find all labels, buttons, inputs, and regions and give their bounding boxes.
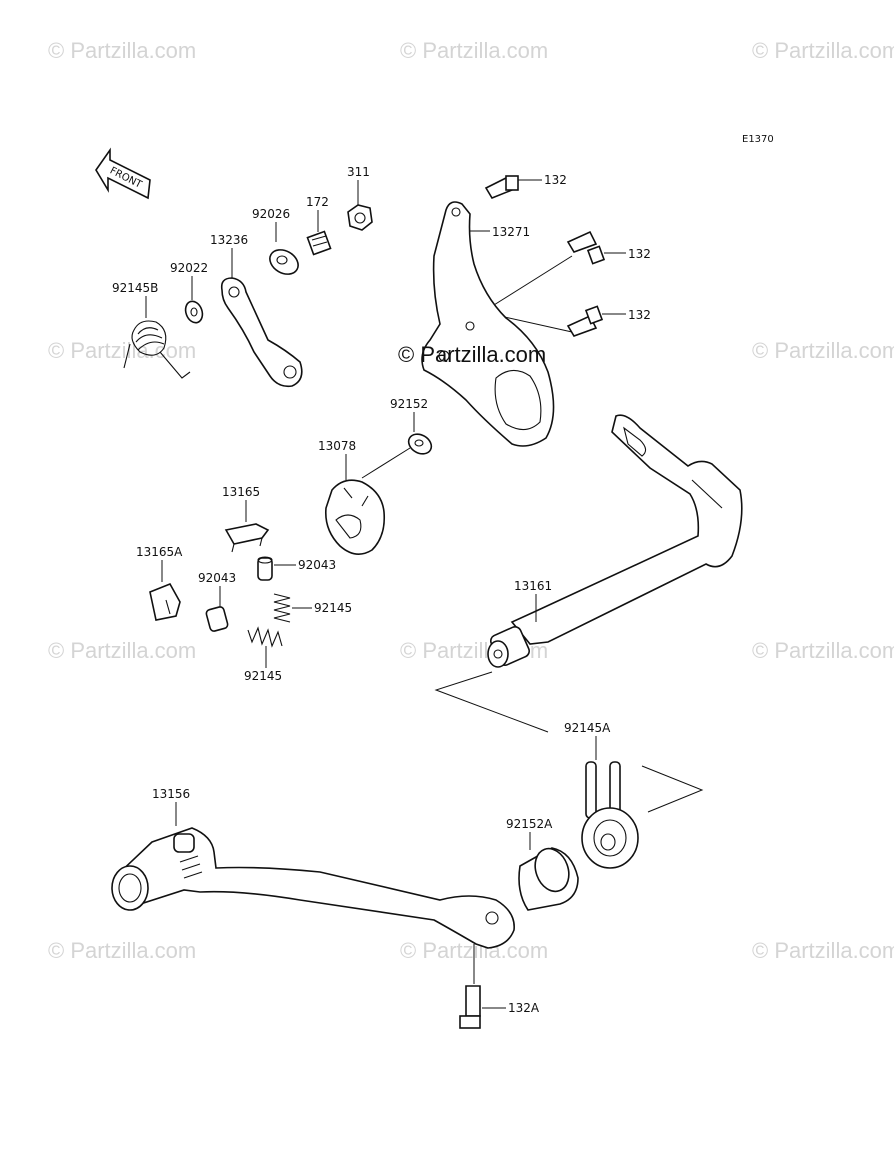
part-92043-pin-b[interactable]	[205, 586, 229, 632]
center-watermark: © Partzilla.com	[398, 342, 546, 367]
watermark: © Partzilla.com	[752, 338, 894, 363]
label-132-low: 132	[628, 308, 651, 322]
part-92145A-spring[interactable]	[581, 736, 639, 869]
part-13156-pedal[interactable]	[111, 802, 515, 949]
label-132A: 132A	[508, 1001, 540, 1015]
label-92043-left: 92043	[198, 571, 236, 585]
leader-line	[434, 671, 549, 733]
part-13236-lever[interactable]	[220, 248, 303, 388]
part-92026-washer[interactable]	[266, 222, 303, 279]
watermark: © Partzilla.com	[48, 338, 196, 363]
watermark: © Partzilla.com	[48, 38, 196, 63]
part-132A-bolt[interactable]	[459, 944, 506, 1029]
label-13271: 13271	[492, 225, 530, 239]
watermark: © Partzilla.com	[752, 638, 894, 663]
label-92145-lower: 92145	[244, 669, 282, 683]
leader-line	[499, 315, 573, 333]
leader-line	[641, 765, 704, 813]
label-92145-right: 92145	[314, 601, 352, 615]
part-92145B-spring[interactable]	[123, 296, 191, 379]
part-13165A-pawl[interactable]	[149, 560, 181, 621]
part-92152-washer[interactable]	[361, 412, 435, 479]
label-92022: 92022	[170, 261, 208, 275]
part-92145-spring-b[interactable]	[247, 626, 283, 668]
part-92043-pin-a[interactable]	[257, 556, 296, 581]
label-172: 172	[306, 195, 329, 209]
diagram-code: E1370	[742, 134, 774, 145]
label-13078: 13078	[318, 439, 356, 453]
watermark: © Partzilla.com	[48, 638, 196, 663]
label-92043-right: 92043	[298, 558, 336, 572]
part-13165-pawl[interactable]	[224, 500, 270, 553]
front-arrow-icon: FRONT	[95, 147, 151, 200]
part-13271-plate[interactable]	[421, 201, 555, 447]
part-92022-washer[interactable]	[183, 276, 206, 325]
label-92026: 92026	[252, 207, 290, 221]
watermark-layer: © Partzilla.com © Partzilla.com © Partzi…	[48, 38, 894, 963]
label-92152A: 92152A	[506, 817, 553, 831]
part-132-bolt-2[interactable]	[566, 230, 626, 265]
part-13161-shaft[interactable]	[487, 414, 743, 668]
watermark: © Partzilla.com	[48, 938, 196, 963]
part-172-pin[interactable]	[306, 210, 332, 256]
part-311-nut[interactable]	[347, 180, 373, 231]
watermark: © Partzilla.com	[400, 38, 548, 63]
part-132-bolt-3[interactable]	[566, 305, 626, 337]
label-132-mid: 132	[628, 247, 651, 261]
label-92145B: 92145B	[112, 281, 158, 295]
label-132-top: 132	[544, 173, 567, 187]
label-13156: 13156	[152, 787, 190, 801]
label-311: 311	[347, 165, 370, 179]
label-13236: 13236	[210, 233, 248, 247]
watermark: © Partzilla.com	[752, 38, 894, 63]
label-13161: 13161	[514, 579, 552, 593]
part-13078-cam[interactable]	[324, 454, 386, 555]
label-92152: 92152	[390, 397, 428, 411]
label-13165: 13165	[222, 485, 260, 499]
part-92145-spring-a[interactable]	[273, 593, 312, 623]
label-13165A: 13165A	[136, 545, 183, 559]
part-132-bolt-1[interactable]	[484, 175, 542, 199]
label-92145A: 92145A	[564, 721, 611, 735]
watermark: © Partzilla.com	[752, 938, 894, 963]
part-92152A-collar[interactable]	[518, 832, 579, 911]
